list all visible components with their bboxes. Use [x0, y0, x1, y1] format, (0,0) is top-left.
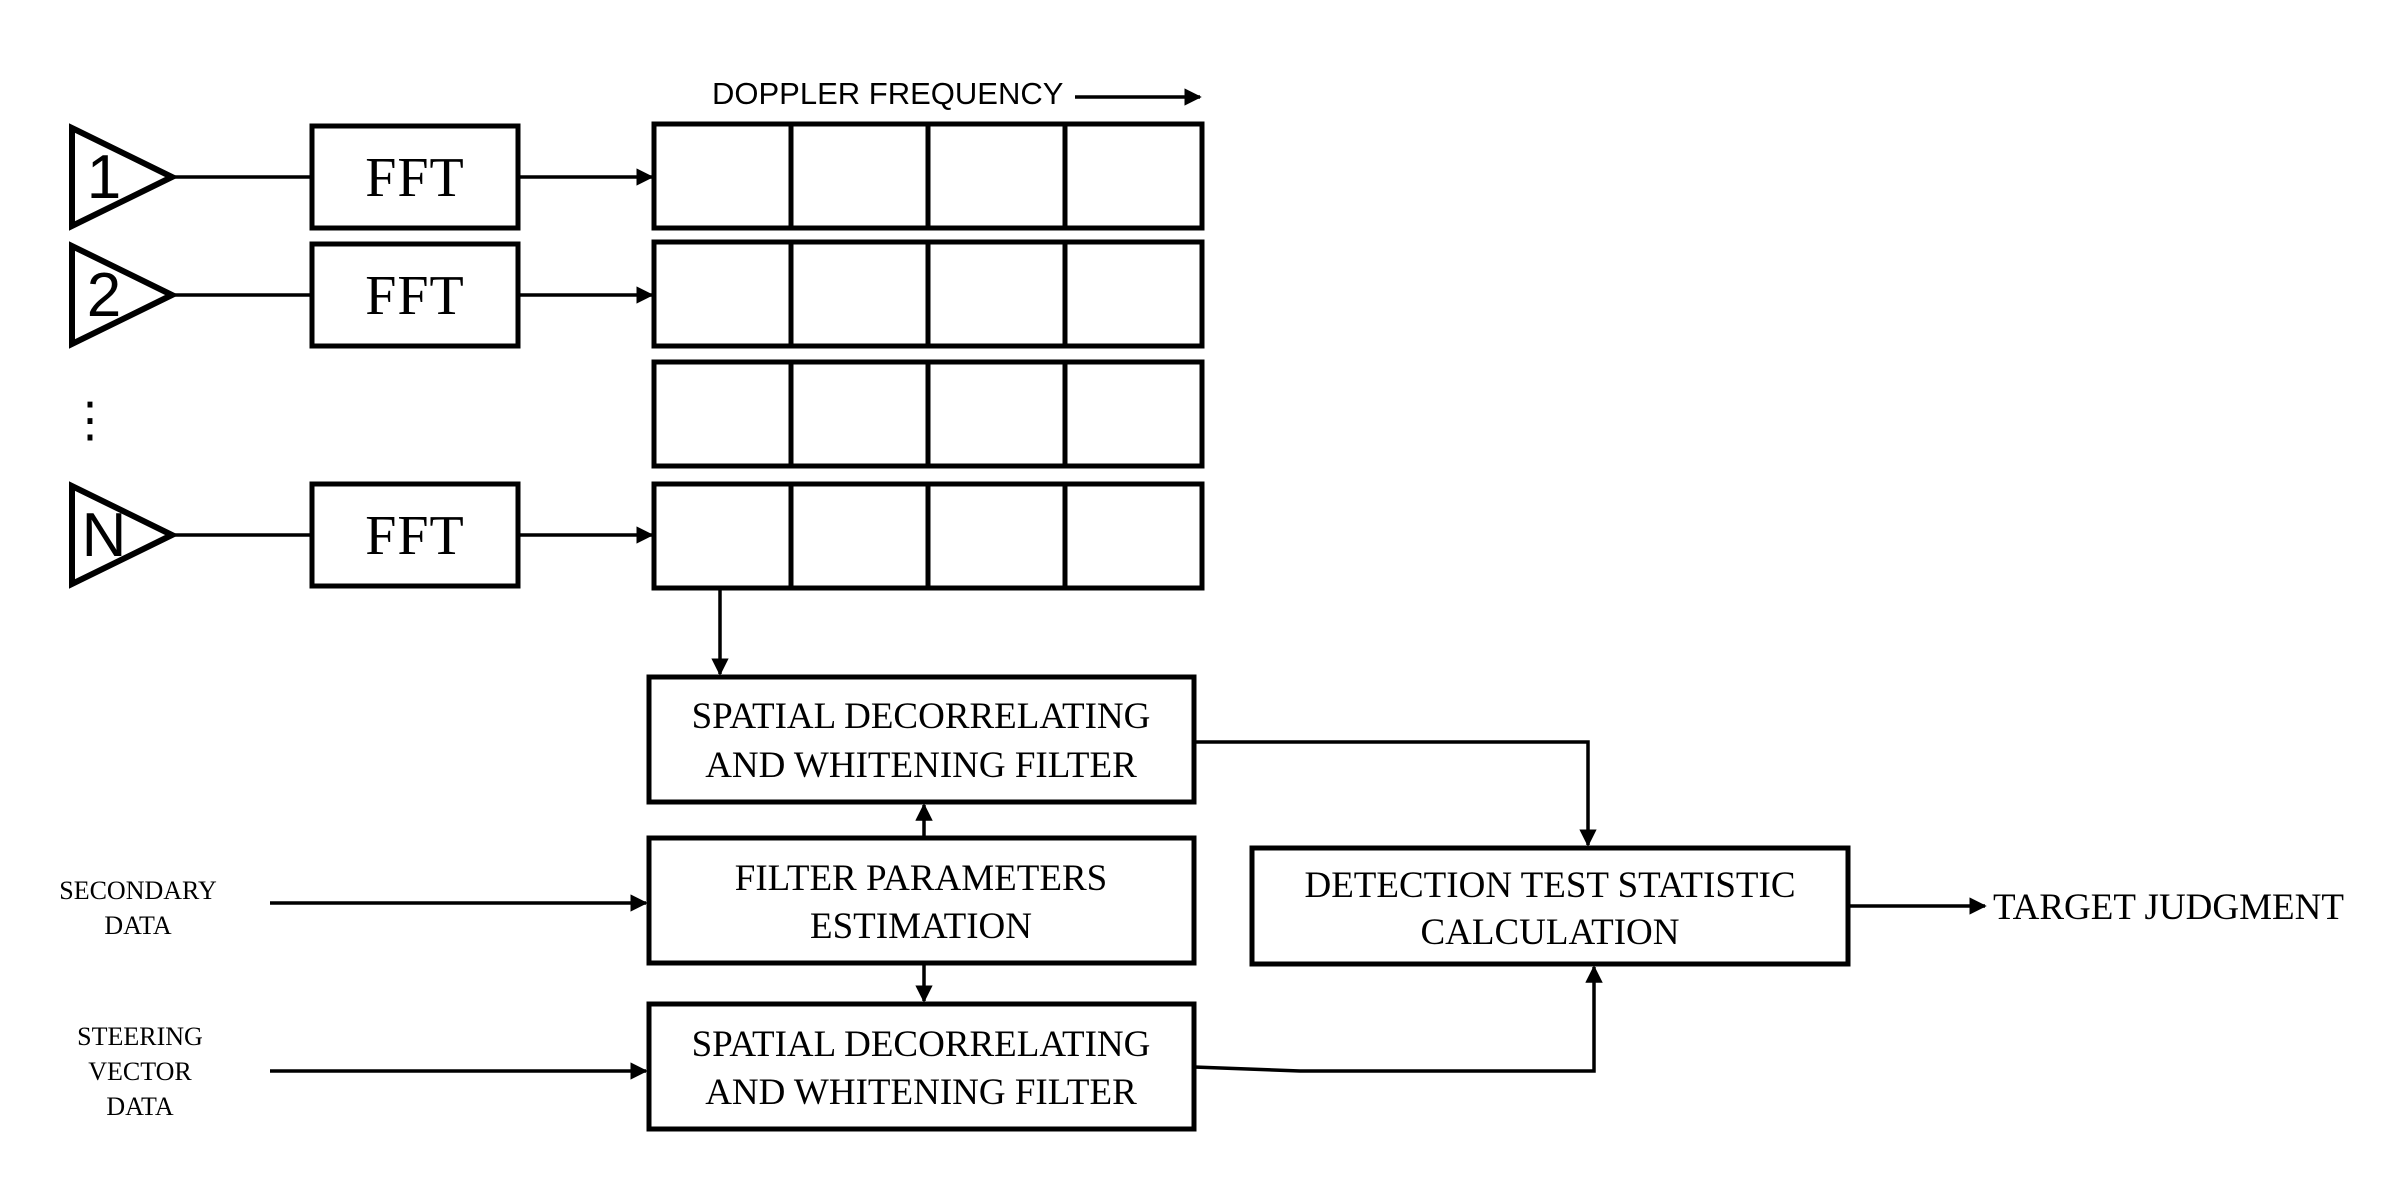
- antenna-2-triangle: [69, 241, 179, 349]
- filter-parameters-estimation-box: [646, 835, 1197, 966]
- spatial-filter-top-line1: SPATIAL DECORRELATING: [692, 696, 1151, 737]
- detection-line1: DETECTION TEST STATISTIC: [1304, 865, 1795, 906]
- antenna-2-label: 2: [87, 261, 121, 330]
- fft-box-2: [309, 241, 521, 349]
- spatial-filter-top: [646, 674, 1197, 805]
- doppler-cell-r4-c4: [1062, 481, 1205, 591]
- doppler-cell-r4-c1: [651, 481, 794, 591]
- doppler-cell-r2-c4: [1062, 239, 1205, 349]
- fft-label-n: FFT: [365, 505, 465, 567]
- doppler-cell-r2-c1: [651, 239, 794, 349]
- antenna-n-label: N: [82, 501, 127, 570]
- antenna-1: 1: [69, 123, 179, 231]
- spatial-filter-bottom-line1: SPATIAL DECORRELATING: [692, 1024, 1151, 1065]
- doppler-cell-r1-c3: [925, 121, 1068, 231]
- bottom-filter-to-detection-arrow: [1193, 965, 1603, 1073]
- doppler-cell-r1-c1: [651, 121, 794, 231]
- fft-box-1: [309, 123, 521, 231]
- doppler-cell-r3-c2: [788, 359, 931, 469]
- spatial-filter-bottom: [646, 1001, 1197, 1132]
- antenna-ellipsis: ⋮: [66, 394, 114, 447]
- antenna-1-triangle: [69, 123, 179, 231]
- antenna-n: N: [69, 481, 179, 589]
- steering-data-line3: DATA: [106, 1092, 173, 1121]
- doppler-cell-r2-c3: [925, 239, 1068, 349]
- doppler-cell-r1-c2: [788, 121, 931, 231]
- doppler-cell-r4-c3: [925, 481, 1068, 591]
- target-judgment-label: TARGET JUDGMENT: [1993, 887, 2344, 928]
- doppler-cell-r3-c4: [1062, 359, 1205, 469]
- doppler-cell-r3-c3: [925, 359, 1068, 469]
- antenna-2: 2: [69, 241, 179, 349]
- spatial-filter-top-line2: AND WHITENING FILTER: [705, 745, 1137, 786]
- doppler-cell-r1-c4: [1062, 121, 1205, 231]
- doppler-grid: [651, 121, 1205, 591]
- doppler-cell-r3-c1: [651, 359, 794, 469]
- antenna-1-label: 1: [87, 143, 121, 212]
- secondary-data-line1: SECONDARY: [59, 876, 217, 905]
- doppler-cell-r4-c2: [788, 481, 931, 591]
- estimation-line2: ESTIMATION: [810, 906, 1032, 947]
- top-filter-to-detection-arrow: [1194, 740, 1597, 847]
- antenna-n-triangle: [69, 481, 179, 589]
- doppler-frequency-label: DOPPLER FREQUENCY: [712, 76, 1063, 111]
- steering-data-line2: VECTOR: [88, 1057, 192, 1086]
- detection-line2: CALCULATION: [1421, 912, 1680, 953]
- spatial-filter-bottom-line2: AND WHITENING FILTER: [705, 1072, 1137, 1113]
- steering-data-line1: STEERING: [77, 1022, 203, 1051]
- secondary-data-line2: DATA: [104, 911, 171, 940]
- estimation-line1: FILTER PARAMETERS: [735, 858, 1108, 899]
- fft-label-2: FFT: [365, 265, 465, 327]
- doppler-cell-r2-c2: [788, 239, 931, 349]
- fft-label-1: FFT: [365, 147, 465, 209]
